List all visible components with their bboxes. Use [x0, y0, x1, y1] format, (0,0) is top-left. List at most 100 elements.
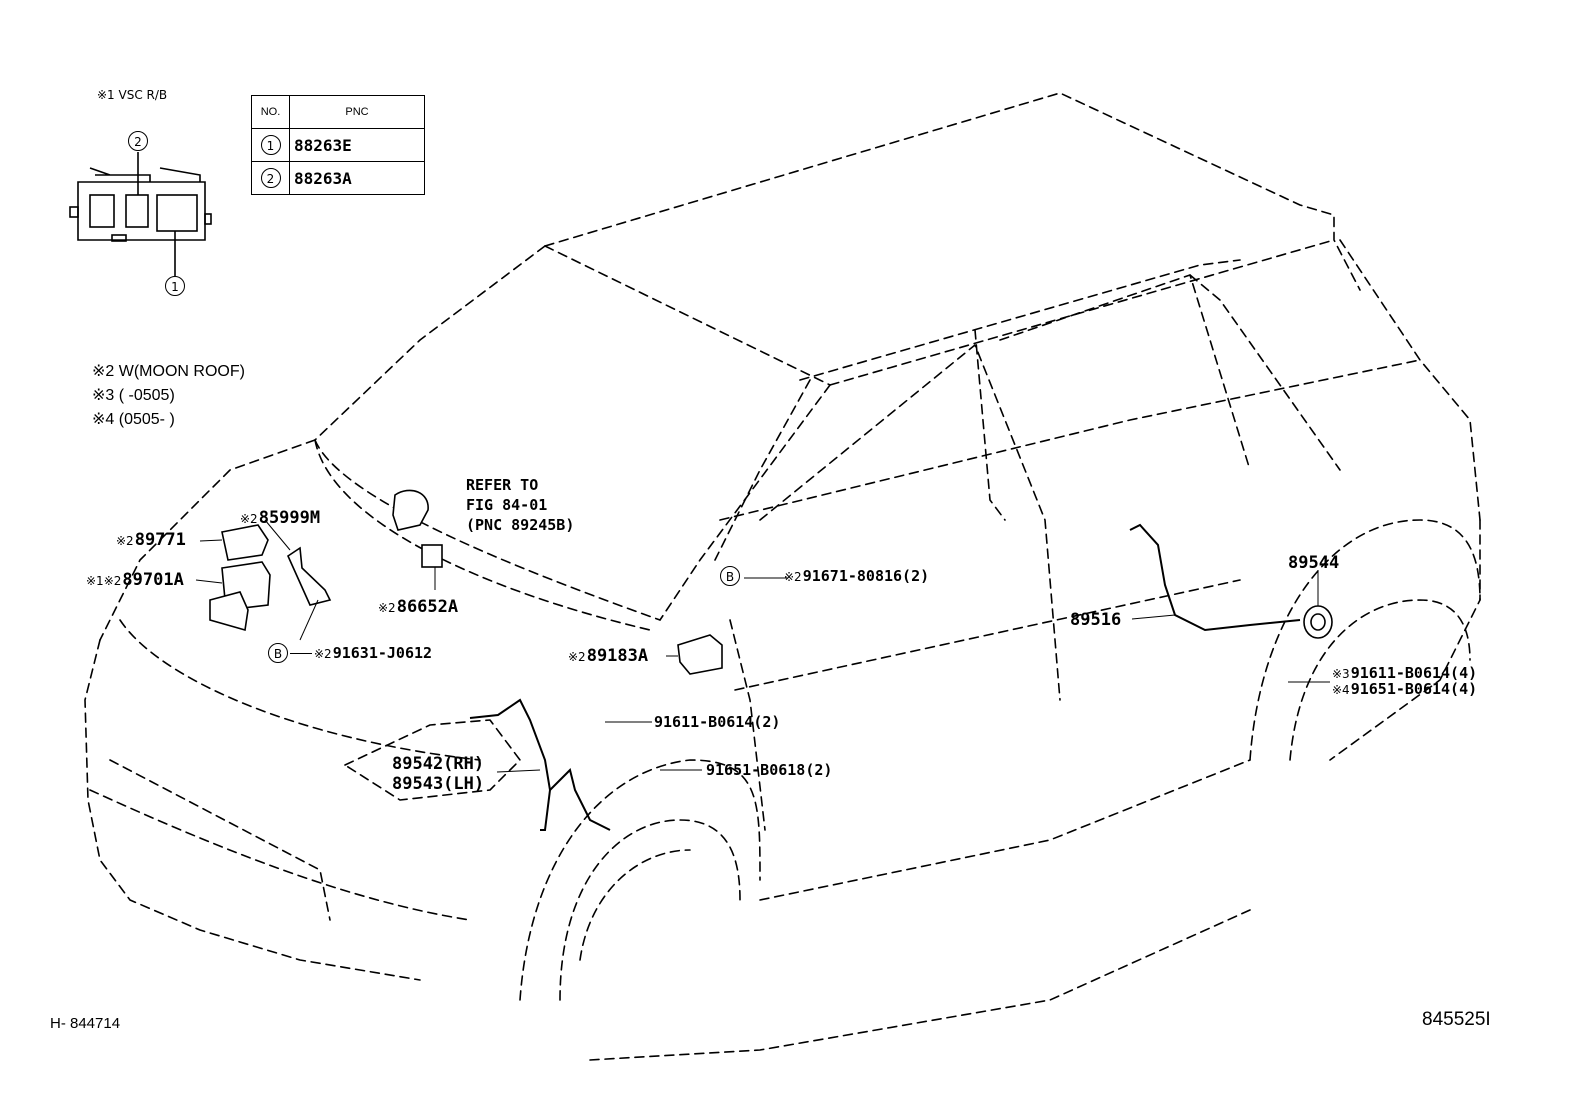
mark: ※4 [1332, 683, 1350, 697]
door-belt [719, 359, 1421, 521]
pnc-row-no: 2 [260, 168, 281, 188]
part-label-89544: 89544 [1288, 553, 1340, 573]
door-handle-line [734, 579, 1241, 691]
refer-note-line1: REFER TO [466, 476, 539, 494]
sensor-89245b [392, 489, 429, 531]
pnc-row-value: 88263A [289, 161, 425, 195]
rear-door [999, 274, 1251, 471]
inset-title: ※1 VSC R/B [97, 88, 168, 102]
part-label-89542: 89542(RH) [392, 754, 485, 774]
mark: ※3 [1332, 667, 1350, 681]
table-row: 1 88263E [251, 128, 425, 162]
ref-marker-b: B [720, 566, 740, 586]
part-label-91651-rear: ※491651-B0614(4) [1332, 680, 1477, 699]
a-pillar [714, 379, 811, 561]
lower-body [589, 909, 1251, 1061]
part-label-89771: ※289771 [116, 530, 186, 551]
components [209, 489, 1333, 675]
note-moon-roof: ※2 W(MOON ROOF) [92, 363, 245, 380]
ref-marker-b: B [268, 643, 288, 663]
part-label-91611-front: 91611-B0614(2) [654, 713, 781, 731]
relay-89771 [221, 524, 269, 561]
part-number: 85999M [258, 508, 321, 528]
front-lower [109, 759, 331, 921]
rear-quarter [1339, 239, 1481, 521]
bracket-85999m [286, 546, 332, 606]
part-number: 91631-J0612 [332, 644, 433, 662]
rear-arch [1249, 519, 1481, 761]
part-label-91651-front: 91651-B0618(2) [706, 761, 833, 779]
table-row: 2 88263A [251, 161, 425, 195]
computer-89183a [677, 634, 723, 675]
refer-note-line3: (PNC 89245B) [466, 516, 575, 534]
sensor-86652a [421, 544, 443, 568]
part-label-89701a: ※1※289701A [86, 570, 184, 591]
refer-note-line2: FIG 84-01 [466, 496, 548, 514]
rear-wheel [1289, 599, 1471, 761]
pnc-row-value: 88263E [289, 128, 425, 162]
part-number: 89771 [134, 530, 186, 550]
mark: ※2 [314, 647, 332, 661]
door-window-front [759, 344, 1061, 701]
mark: ※2 [240, 512, 258, 526]
part-number: 91651-B0614(4) [1350, 680, 1478, 698]
roof-rail [799, 259, 1241, 381]
hood-cowl [314, 439, 651, 631]
pnc-table-header: NO. PNC [251, 95, 425, 129]
mark: ※2 [784, 570, 802, 584]
part-number: 91611-B0614(4) [1350, 664, 1478, 682]
b-pillar [974, 329, 1006, 521]
inset-callout-2: 2 [128, 131, 148, 151]
mark: ※2 [378, 601, 396, 615]
windshield [314, 245, 831, 621]
footer-right-code: 845525I [1422, 1009, 1491, 1030]
c-pillar [1189, 274, 1341, 471]
hood-front [314, 439, 661, 621]
vsc-relay-block [69, 152, 212, 276]
mark: ※1※2 [86, 574, 122, 588]
roof-front-edge [544, 245, 831, 386]
part-label-91631: B ※291631-J0612 [268, 643, 432, 663]
hood [99, 439, 316, 641]
note-date-before: ※3 ( -0505) [92, 387, 175, 404]
pnc-header-pnc: PNC [289, 95, 425, 129]
front-wheel [559, 819, 741, 1001]
part-label-91671: B ※291671-80816(2) [720, 566, 929, 586]
front-wheel-inner [579, 849, 691, 961]
part-number: 86652A [396, 597, 459, 617]
pnc-header-no: NO. [251, 95, 290, 129]
part-label-86652a: ※286652A [378, 597, 458, 618]
part-number: 89701A [122, 570, 184, 590]
headlight [344, 719, 521, 801]
side-sill [759, 759, 1251, 901]
part-label-89543: 89543(LH) [392, 774, 485, 794]
part-label-89183a: ※289183A [568, 646, 648, 667]
part-number: 91671-80816(2) [802, 567, 930, 585]
roof-inner [829, 239, 1335, 386]
part-label-85999m: ※285999M [240, 508, 320, 529]
inset-callout-1: 1 [165, 276, 185, 296]
leader-lines [195, 519, 1330, 773]
harness [469, 523, 1301, 831]
bumper [89, 789, 471, 921]
front-door-front [729, 619, 766, 831]
callout-2-marker: 2 [128, 131, 148, 151]
pnc-table: NO. PNC 1 88263E 2 88263A [251, 95, 425, 195]
front-grille-top [119, 619, 481, 761]
footer-left-code: H- 844714 [50, 1015, 121, 1032]
mark: ※2 [568, 650, 586, 664]
roof-outline [544, 92, 1361, 291]
rear-end [1329, 519, 1481, 761]
front-arch [519, 759, 761, 1001]
part-label-91611-rear: ※391611-B0614(4) [1332, 664, 1477, 683]
part-number: 89183A [586, 646, 649, 666]
mark: ※2 [116, 534, 134, 548]
callout-1-marker: 1 [165, 276, 185, 296]
front-face [84, 639, 421, 981]
part-label-89516: 89516 [1070, 610, 1122, 630]
note-date-after: ※4 (0505- ) [92, 411, 175, 428]
bracket [209, 591, 249, 632]
pnc-row-no: 1 [260, 135, 281, 155]
